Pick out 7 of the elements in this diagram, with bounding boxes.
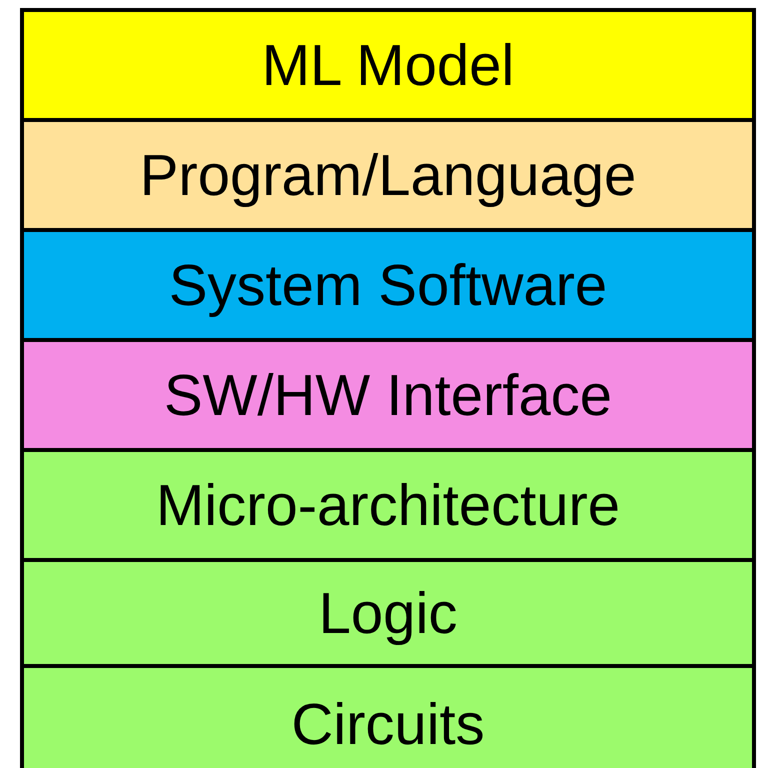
layer-label: Logic — [318, 580, 458, 646]
layer-label: Micro-architecture — [156, 472, 620, 538]
layer-label: ML Model — [262, 32, 514, 98]
layer-label: System Software — [168, 252, 608, 318]
layer-label: SW/HW Interface — [164, 362, 612, 428]
layer-label: Program/Language — [140, 142, 636, 208]
layer-label: Circuits — [291, 690, 485, 758]
